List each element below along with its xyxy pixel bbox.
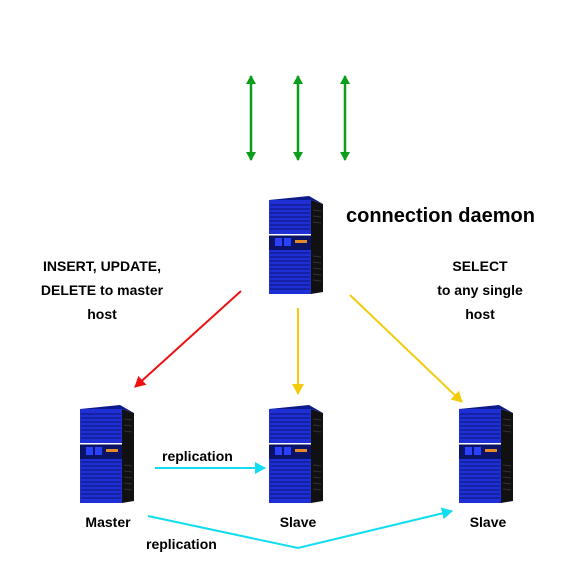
daemon-label: connection daemon	[346, 205, 535, 227]
slave-middle-server-icon	[269, 405, 323, 503]
slave-right-label: Slave	[469, 514, 507, 530]
master-server-icon	[80, 405, 134, 503]
write-route-line-2: DELETE to master	[40, 282, 164, 298]
replication-arrow-lower	[147, 507, 453, 550]
slave-middle-label: Slave	[279, 514, 317, 530]
read-route-line-2: to any single	[437, 282, 523, 298]
replication-label-upper: replication	[162, 448, 233, 464]
write-route-line-1: INSERT, UPDATE,	[43, 258, 161, 274]
read-route-line-1: SELECT	[452, 258, 508, 274]
master-label: Master	[85, 514, 131, 530]
write-arrow	[134, 290, 242, 388]
write-route-annotation: INSERT, UPDATE, DELETE to master host	[22, 254, 182, 326]
replication-label-lower: replication	[146, 536, 217, 552]
slave-right-server-icon	[459, 405, 513, 503]
write-route-line-3: host	[87, 306, 117, 322]
daemon-server-icon	[269, 196, 323, 294]
read-route-annotation: SELECT to any single host	[410, 254, 550, 326]
read-route-line-3: host	[465, 306, 495, 322]
read-arrow-right	[349, 294, 463, 403]
